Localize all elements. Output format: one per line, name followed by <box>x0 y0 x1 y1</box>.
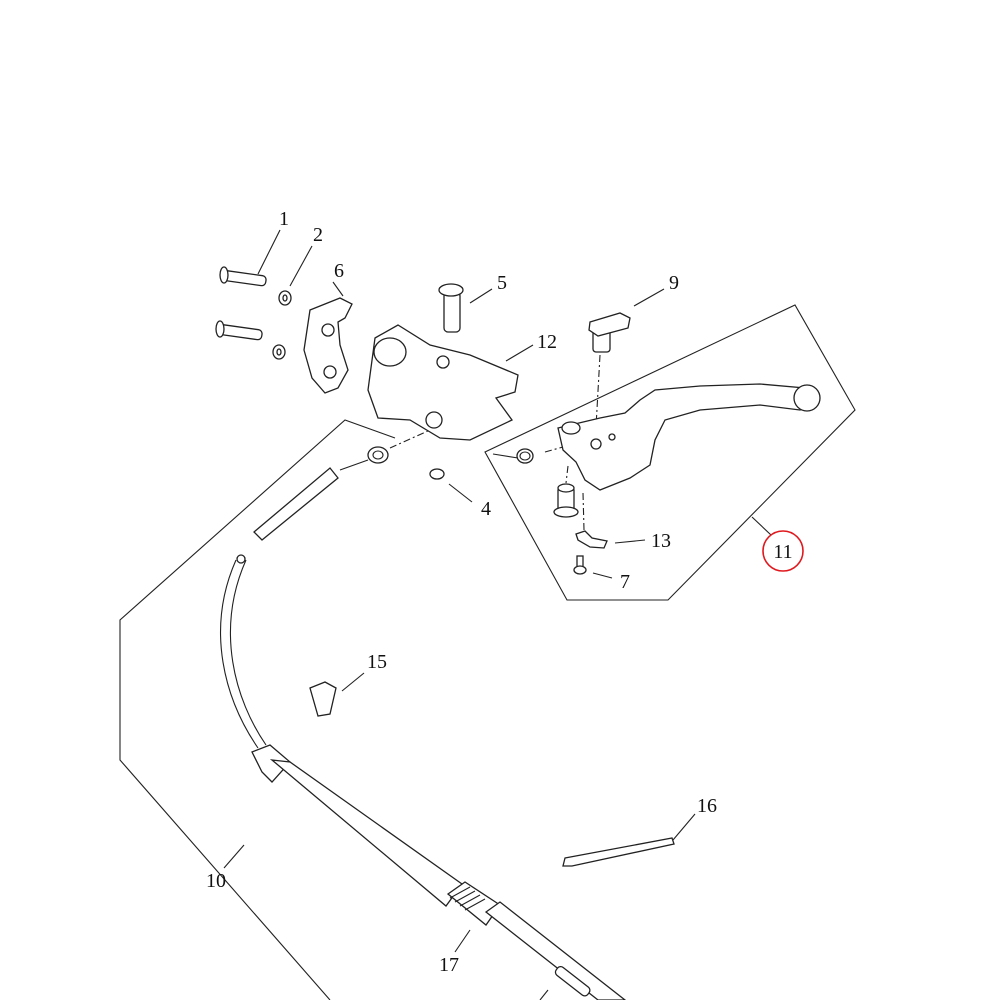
callout-4: 4 <box>481 498 491 520</box>
callout-13: 13 <box>651 530 671 552</box>
adjuster-part-17 <box>446 881 627 1000</box>
callout-9: 9 <box>669 272 679 294</box>
bracket-part-13 <box>575 530 608 549</box>
callout-10: 10 <box>206 870 226 892</box>
callout-5: 5 <box>497 272 507 294</box>
kit-10-outline <box>119 419 396 1000</box>
pivot-pin-part-5 <box>438 283 464 333</box>
callout-1: 1 <box>279 208 289 230</box>
clutch-lever <box>557 383 816 491</box>
callout-15: 15 <box>367 651 387 673</box>
retaining-ring-part-4 <box>429 468 445 480</box>
screw-part-7 <box>573 555 587 575</box>
cable-tie-part-16 <box>562 837 675 867</box>
leader-lines <box>223 229 772 1000</box>
kit-11-outline <box>484 304 856 601</box>
cable-sleeve <box>253 467 339 541</box>
callout-11: 11 <box>773 541 792 563</box>
callout-11-highlight-circle <box>762 530 804 572</box>
spring <box>492 448 534 464</box>
pin-part-1 <box>215 266 267 341</box>
callout-2: 2 <box>313 224 323 246</box>
cap-part-9 <box>588 312 631 353</box>
washer-part-2 <box>272 290 292 360</box>
callout-7: 7 <box>620 571 630 593</box>
bushing <box>553 483 579 518</box>
callout-16: 16 <box>697 795 717 817</box>
cable-end-fitting <box>339 429 431 471</box>
clutch-cable-part-10 <box>220 559 259 749</box>
sleeve-part-15 <box>309 681 337 717</box>
callout-17: 17 <box>439 954 459 976</box>
callout-6: 6 <box>334 260 344 282</box>
clamp-part-6 <box>303 297 353 394</box>
callout-12: 12 <box>537 331 557 353</box>
